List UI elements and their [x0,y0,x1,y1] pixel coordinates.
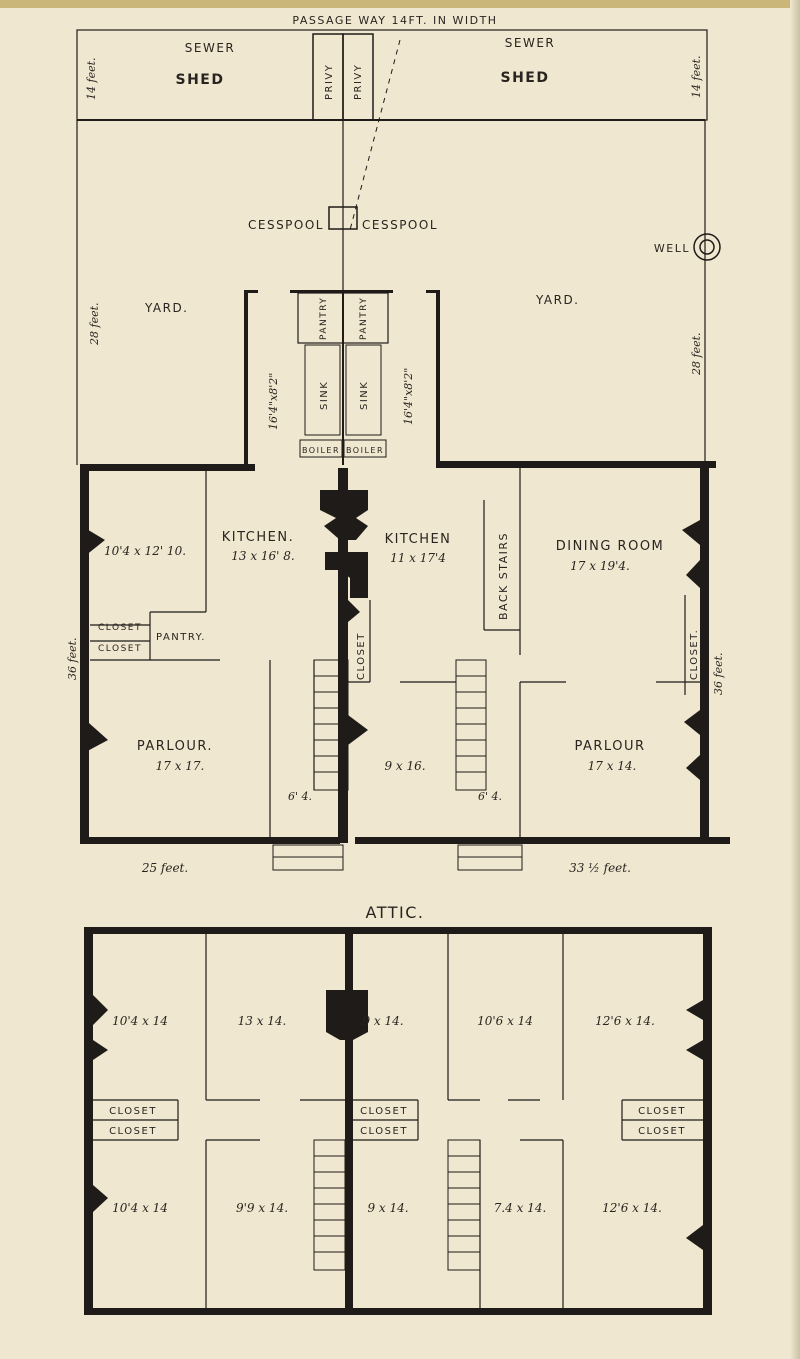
kitchen-left-size: 13 x 16' 8. [231,549,295,563]
boiler-left [299,439,343,458]
attic-stair-right [447,1139,481,1271]
boiler-right [343,439,387,458]
hall-right-size: 9 x 16. [384,759,425,773]
attic-partitions [93,934,703,1308]
attic-closet-label: CLOSET [638,1126,686,1137]
ell-wall-right-cap [426,290,440,293]
dining-room-name: DINING ROOM [556,539,665,554]
kitchen-right-name: KITCHEN [385,532,452,547]
attic-walls [84,927,712,1315]
right-shed-label: SHED [501,70,550,86]
ground-floor-walls [80,461,730,844]
well-icon [693,233,721,261]
ground-floor-partitions [90,468,700,838]
boiler-left-label: BOILER [302,446,340,455]
house-left-dimension: 36 feet. [66,637,79,680]
parlour-left-size: 17 x 17. [156,759,205,773]
shed-left-dimension: 14 feet. [85,57,98,100]
room-left-top-size: 10'4 x 12' 10. [104,544,186,558]
attic-stair-left [313,1139,346,1271]
kitchen-right-size: 11 x 17'4 [390,551,446,565]
parlour-right-size: 17 x 14. [588,759,637,773]
attic-room-size: 10'4 x 14 [112,1014,168,1028]
attic-room-size: 12'6 x 14. [602,1201,662,1215]
attic-room-size: 7.4 x 14. [494,1201,547,1215]
cesspool-left-label: CESSPOOL [248,218,324,232]
closet-1-label: CLOSET [98,623,142,633]
privy-left-label: PRIVY [324,64,335,100]
pantry-right-label: PANTRY [359,297,369,340]
attic-room-size: 12'6 x 14. [595,1014,655,1028]
parlour-left-name: PARLOUR. [137,739,213,754]
yard-right-label: YARD. [535,293,580,307]
shed-right-dimension: 14 feet. [690,55,703,98]
well-icon-inner [699,239,715,255]
attic-room-size: 10'4 x 14 [112,1201,168,1215]
drain-line [349,39,401,231]
attic-closet-label: CLOSET [360,1106,408,1117]
cesspool-right-label: CESSPOOL [362,218,438,232]
attic-closet-label: CLOSET [638,1106,686,1117]
dining-room-size: 17 x 19'4. [570,559,630,573]
stair-left-dimension: 6' 4. [288,790,312,803]
sink-left-label: SINK [319,381,330,410]
yard-right-dimension: 28 feet. [690,332,703,376]
ell-left-dimension: 16'4"x8'2" [267,373,280,430]
attic-room-size: 10'6 x 14 [477,1014,533,1028]
cesspool-symbol [328,206,358,230]
closet-center-label: CLOSET [356,632,367,680]
attic-closet-label: CLOSET [109,1126,157,1137]
width-left-dimension: 25 feet. [141,861,188,875]
boiler-right-label: BOILER [346,446,384,455]
back-stairs-label: BACK STAIRS [497,532,510,620]
sink-right [345,344,382,436]
privy-right [342,33,374,121]
pantry-label: PANTRY. [156,632,206,643]
house-right-dimension: 36 feet. [712,652,725,695]
attic-closet-label: CLOSET [109,1106,157,1117]
left-shed-label-top: SEWER [185,41,235,55]
attic-closet-label: CLOSET [360,1126,408,1137]
kitchen-left-name: KITCHEN. [222,530,294,545]
front-steps [272,844,523,871]
attic-room-size: 9'9 x 14. [236,1201,288,1215]
shed-outline [76,29,708,121]
width-right-dimension: 33 ½ feet. [569,861,631,875]
right-shed-label-top: SEWER [505,36,555,50]
ell-wall-left-cap [244,290,258,293]
yard-left-dimension: 28 feet. [88,302,101,346]
ell-wall-right [436,290,440,465]
plan-title: PASSAGE WAY 14FT. IN WIDTH [292,14,497,27]
attic-title: ATTIC. [366,903,425,922]
ell-top-wall [290,290,393,293]
front-stair-left [313,659,349,791]
sink-right-label: SINK [359,381,370,410]
closet-2-label: CLOSET [98,644,142,654]
page-edge-right [790,0,800,1359]
closet-right-label: CLOSET. [689,629,700,680]
ell-right-dimension: 16'4"x8'2" [402,368,415,425]
parlour-right-name: PARLOUR [575,739,646,754]
yard-left-label: YARD. [144,301,189,315]
pantry-left-label: PANTRY [319,297,329,340]
sink-left [304,344,341,436]
attic-room-size: 13 x 14. [238,1014,287,1028]
stair-right-dimension: 6' 4. [478,790,502,803]
well-label: WELL [654,242,690,255]
left-shed-label: SHED [176,72,225,88]
attic-room-size: 9 x 14. [362,1014,403,1028]
privy-right-label: PRIVY [353,64,364,100]
page-edge-top [0,0,800,8]
ell-wall-left [244,290,248,465]
attic-room-size: 9 x 14. [367,1201,408,1215]
front-stair-right [455,659,487,791]
